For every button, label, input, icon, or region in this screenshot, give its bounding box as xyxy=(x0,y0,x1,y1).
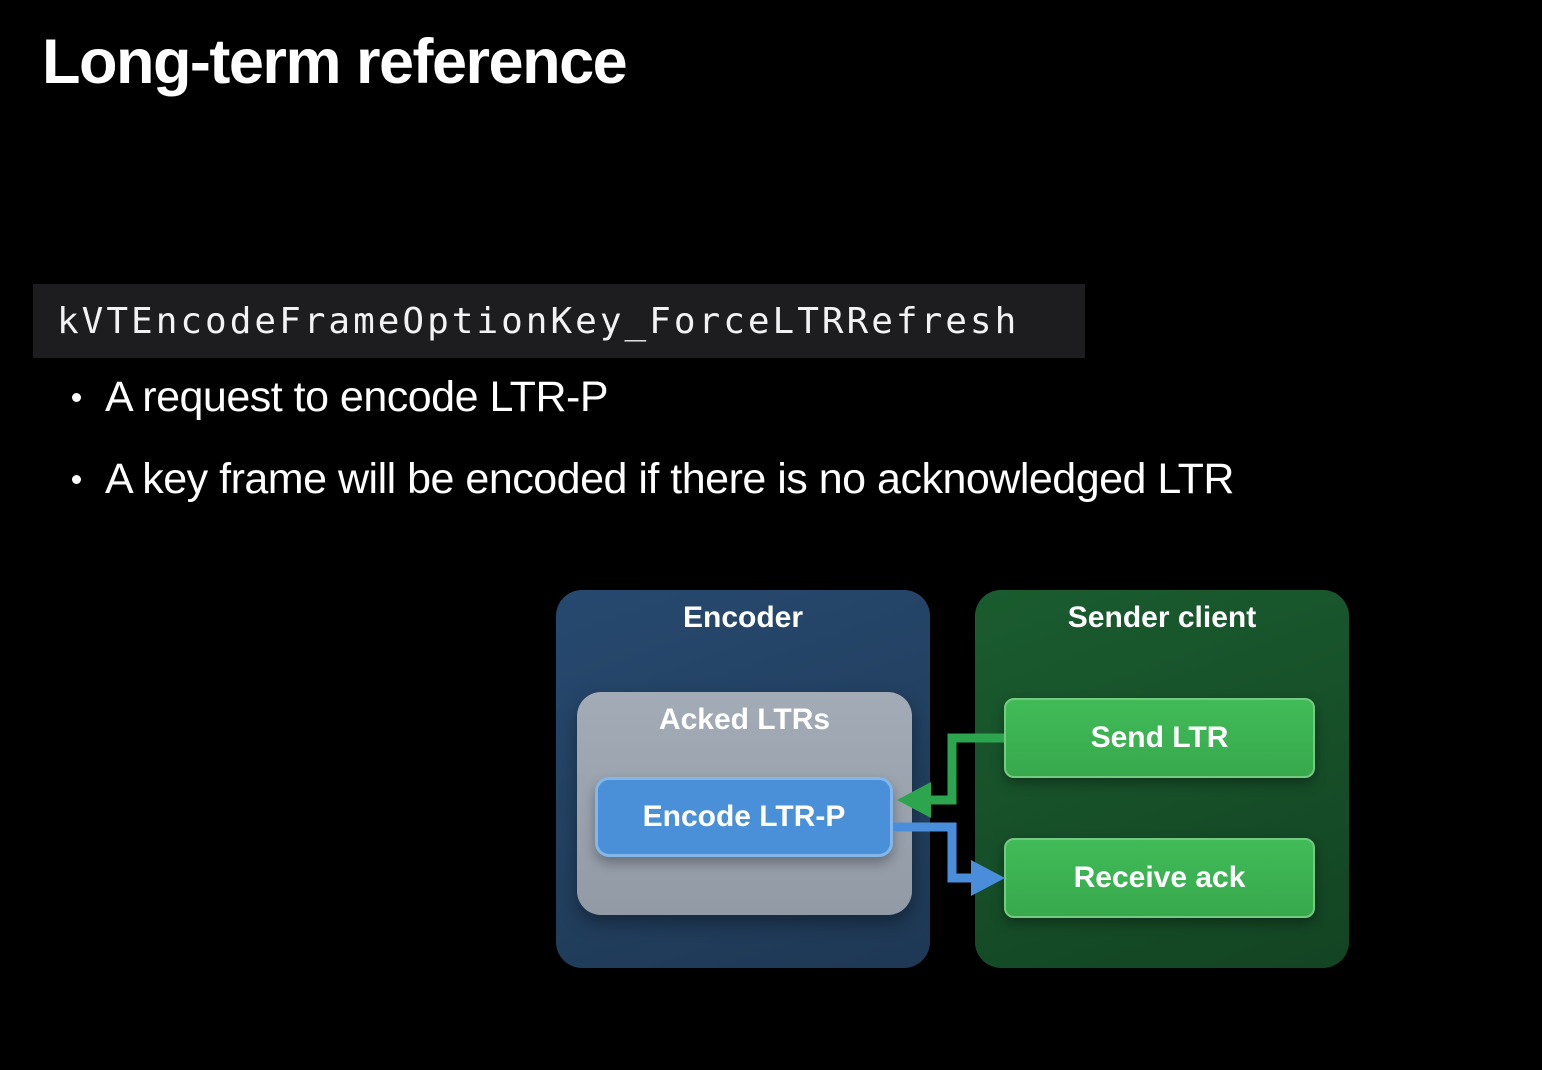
code-snippet-text: kVTEncodeFrameOptionKey_ForceLTRRefresh xyxy=(57,300,1020,342)
encoder-box-title: Encoder xyxy=(682,601,804,634)
bullet-dot xyxy=(72,392,81,402)
encode-ltr-p-label: Encode LTR-P xyxy=(642,800,846,833)
encoder-box: Encoder Acked LTRs Encode LTR-P xyxy=(556,590,930,968)
acked-ltrs-box: Acked LTRs Encode LTR-P xyxy=(577,692,912,915)
bullet-dot xyxy=(72,474,81,484)
acked-ltrs-title: Acked LTRs xyxy=(658,703,831,736)
send-ltr-node: Send LTR xyxy=(1004,698,1315,778)
page-title: Long-term reference xyxy=(42,27,628,97)
encode-ltr-p-node: Encode LTR-P xyxy=(595,777,893,857)
bullet-item-request: A request to encode LTR-P xyxy=(72,371,609,423)
receive-ack-node: Receive ack xyxy=(1004,838,1315,918)
bullet-text: A key frame will be encoded if there is … xyxy=(105,454,1234,503)
sender-client-box: Sender client Send LTR Receive ack xyxy=(975,590,1349,968)
sender-client-title: Sender client xyxy=(1067,601,1257,634)
code-snippet-block: kVTEncodeFrameOptionKey_ForceLTRRefresh xyxy=(33,284,1085,358)
receive-ack-label: Receive ack xyxy=(1073,861,1246,894)
bullet-item-keyframe: A key frame will be encoded if there is … xyxy=(72,453,1234,505)
send-ltr-label: Send LTR xyxy=(1090,721,1229,754)
bullet-text: A request to encode LTR-P xyxy=(105,372,609,421)
